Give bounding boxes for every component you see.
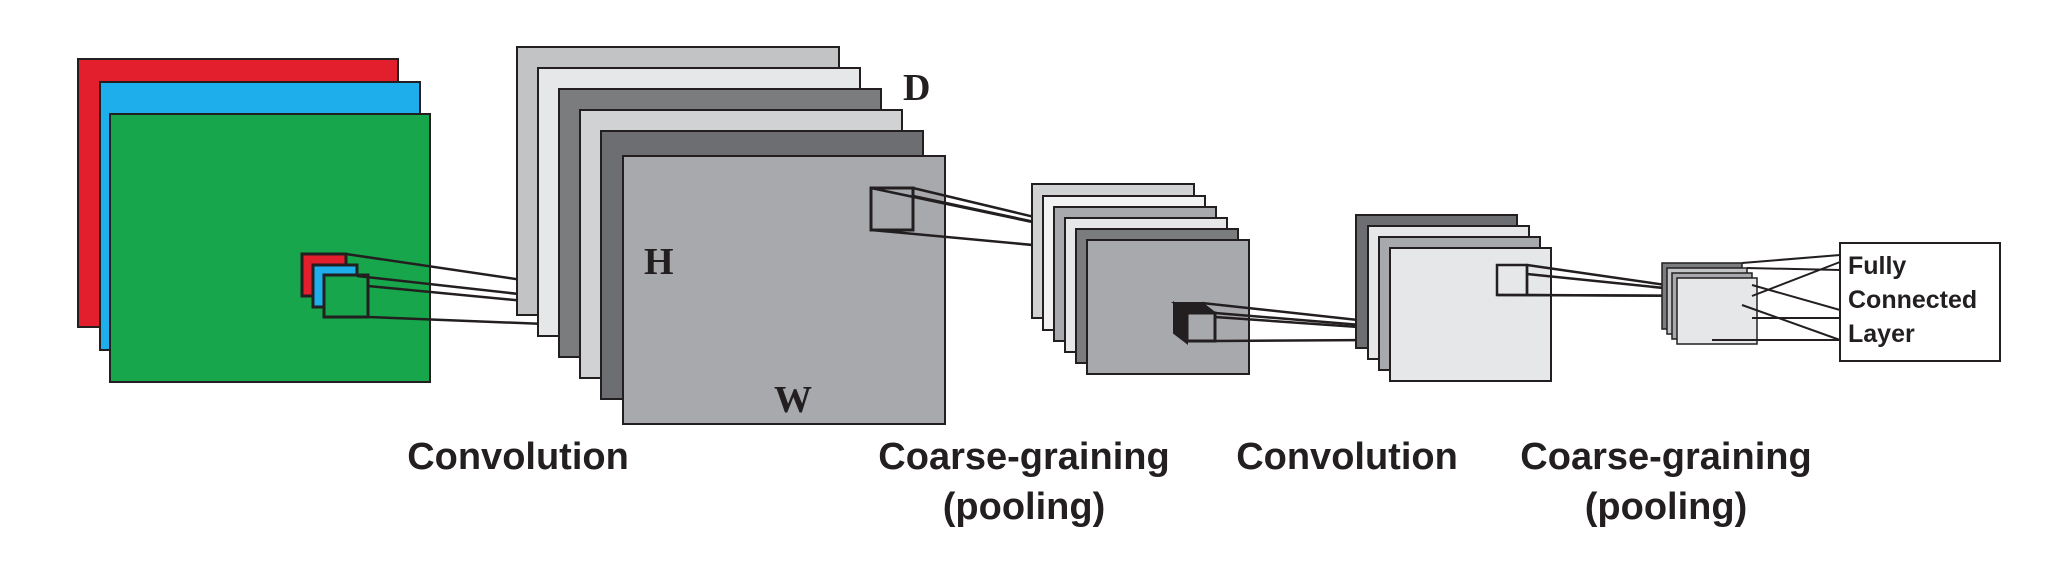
connections-to-fully-connected bbox=[1712, 254, 1841, 341]
stage-label-convolution-2: Convolution bbox=[1236, 436, 1458, 478]
stage-label-pooling-1: Coarse-graining bbox=[878, 436, 1169, 478]
input-kernel bbox=[300, 252, 370, 319]
stage-label-pooling-2-sub: (pooling) bbox=[1585, 486, 1747, 528]
conv1-map bbox=[622, 155, 946, 425]
stage-label-pooling-2: Coarse-graining bbox=[1520, 436, 1811, 478]
input-image-stack bbox=[77, 58, 431, 383]
stage-labels: Convolution Coarse-graining (pooling) Co… bbox=[407, 436, 1812, 528]
pool2-feature-maps bbox=[1661, 262, 1758, 345]
stage-label-convolution-1: Convolution bbox=[407, 436, 629, 478]
pool1-kernel-cube bbox=[1171, 300, 1218, 346]
input-channel-green bbox=[109, 113, 431, 383]
width-label: W bbox=[774, 379, 812, 421]
fully-connected-label-line3: Layer bbox=[1848, 320, 1915, 348]
conv1-feature-maps bbox=[516, 46, 946, 425]
fully-connected-label-line1: Fully bbox=[1848, 252, 1906, 280]
pool2-map bbox=[1676, 277, 1758, 345]
pool1-map bbox=[1086, 239, 1250, 375]
fully-connected-label-line2: Connected bbox=[1848, 286, 1977, 314]
fully-connected-box bbox=[1839, 242, 2001, 362]
pool1-feature-maps bbox=[1031, 183, 1250, 375]
conv1-kernel bbox=[869, 186, 915, 232]
depth-label: D bbox=[903, 67, 930, 109]
fully-connected-layer: Fully Connected Layer bbox=[1839, 242, 2001, 362]
stage-label-pooling-1-sub: (pooling) bbox=[943, 486, 1105, 528]
height-label: H bbox=[644, 241, 674, 283]
conv2-map bbox=[1389, 247, 1552, 382]
conv2-feature-maps bbox=[1355, 214, 1552, 382]
